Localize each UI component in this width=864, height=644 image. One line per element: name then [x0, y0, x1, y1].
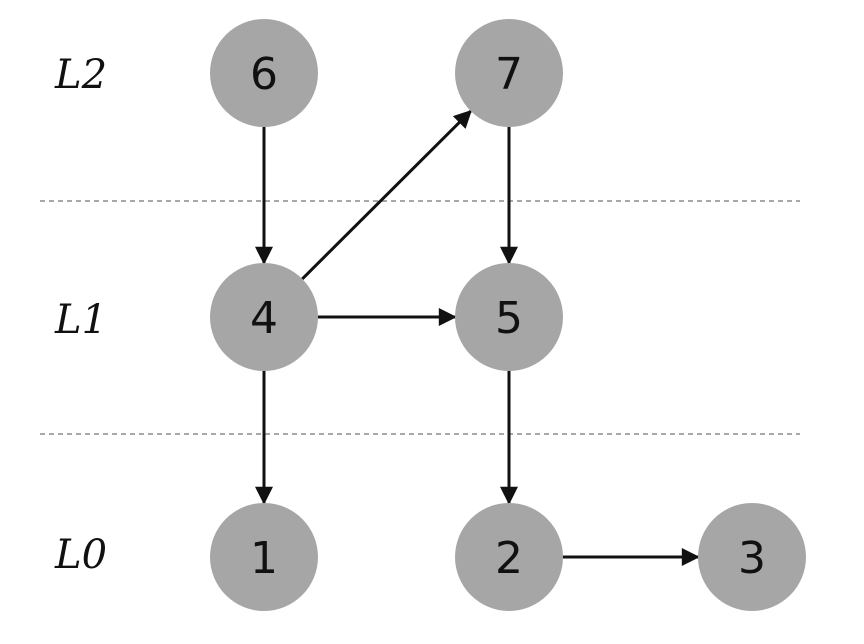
- nodes-layer: 6 7 4 5 1 2 3: [210, 19, 806, 611]
- node-circle-1: [210, 503, 318, 611]
- node-3: 3: [698, 503, 806, 611]
- level-label-l1: L1: [54, 297, 107, 343]
- node-label-1: 1: [250, 533, 278, 584]
- node-label-3: 3: [738, 533, 766, 584]
- node-label-5: 5: [495, 293, 523, 344]
- node-7: 7: [455, 19, 563, 127]
- node-circle-7: [455, 19, 563, 127]
- node-circle-2: [455, 503, 563, 611]
- node-circle-4: [210, 263, 318, 371]
- node-circle-3: [698, 503, 806, 611]
- node-1: 1: [210, 503, 318, 611]
- node-4: 4: [210, 263, 318, 371]
- node-circle-5: [455, 263, 563, 371]
- node-6: 6: [210, 19, 318, 127]
- node-2: 2: [455, 503, 563, 611]
- node-label-6: 6: [250, 49, 278, 100]
- node-label-7: 7: [495, 49, 523, 100]
- level-label-l0: L0: [54, 532, 107, 578]
- edges-layer: [255, 109, 700, 566]
- edge-4-to-7: [301, 109, 472, 280]
- node-label-2: 2: [495, 533, 523, 584]
- node-5: 5: [455, 263, 563, 371]
- node-circle-6: [210, 19, 318, 127]
- level-label-l2: L2: [54, 52, 107, 98]
- node-label-4: 4: [250, 293, 278, 344]
